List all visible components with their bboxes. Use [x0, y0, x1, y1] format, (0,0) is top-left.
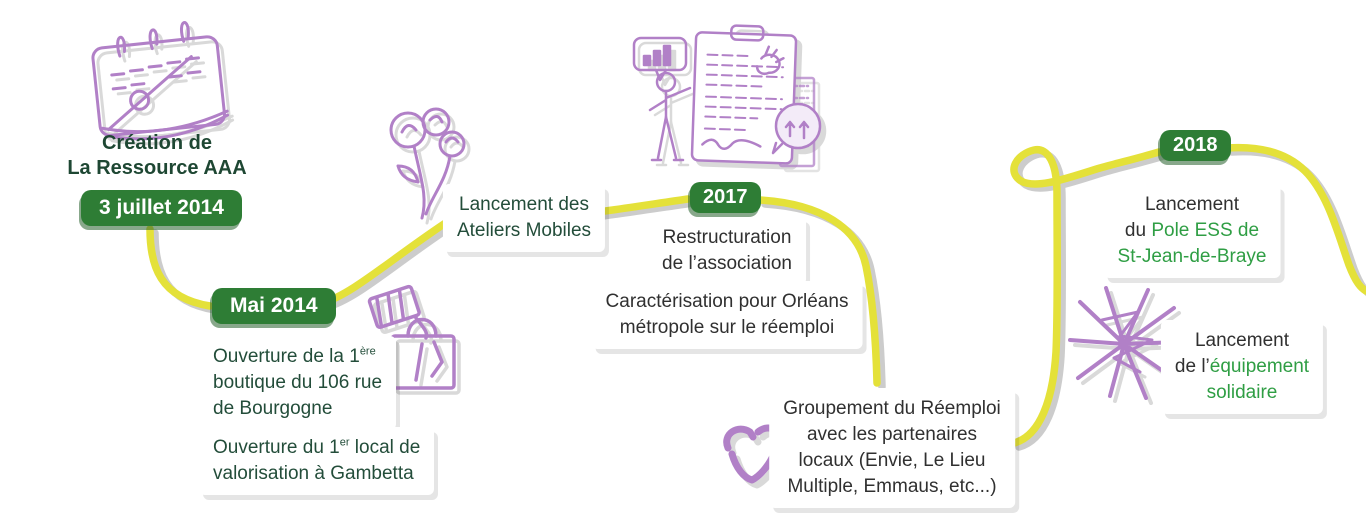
boutique-line1: Ouverture de la 1ère [213, 345, 376, 367]
restructuration-line1: Restructuration [662, 227, 792, 248]
creation-title-line1: Création de [101, 132, 213, 154]
flower-doodle-illustration [389, 107, 466, 220]
caracterisation-line1: Caractérisation pour Orléans [605, 291, 849, 312]
groupement-line3: locaux (Envie, Le Lieu [798, 450, 986, 471]
gambetta-box: Ouverture du 1er local de valorisation à… [199, 427, 435, 495]
desk-calendar-illustration [91, 21, 230, 141]
groupement-reemploi-box: Groupement du Réemploi avec les partenai… [769, 388, 1015, 508]
superscript-er: er [339, 436, 350, 449]
restructuration-line2: de l’association [662, 253, 792, 274]
badge-2018: 2018 [1160, 130, 1231, 161]
equipement-line2: de l’équipement [1174, 356, 1310, 377]
boutique-line2: boutique du 106 rue [213, 372, 383, 393]
pole-ess-box: Lancement du Pole ESS de St-Jean-de-Bray… [1103, 184, 1281, 278]
groupement-line1: Groupement du Réemploi [783, 398, 1001, 419]
badge-3-juillet-2014: 3 juillet 2014 [81, 190, 242, 226]
ateliers-line1: Lancement des [459, 194, 589, 215]
ateliers-line2: Ateliers Mobiles [456, 220, 592, 241]
caracterisation-box: Caractérisation pour Orléans métropole s… [591, 281, 863, 349]
groupement-line4: Multiple, Emmaus, etc...) [787, 476, 997, 497]
badge-2017: 2017 [690, 182, 761, 213]
badge-mai-2014: Mai 2014 [212, 288, 336, 324]
superscript-ere: ère [359, 345, 376, 358]
boutique-line3: de Bourgogne [213, 398, 333, 419]
equipement-line1: Lancement [1194, 330, 1289, 351]
caracterisation-line2: métropole sur le réemploi [619, 317, 835, 338]
equipement-solidaire-box: Lancement de l’équipement solidaire [1160, 320, 1324, 414]
branch-scribble-illustration [1068, 286, 1182, 400]
groupement-line2: avec les partenaires [806, 424, 978, 445]
pole-ess-line3: St-Jean-de-Braye [1117, 246, 1267, 267]
creation-title: Création de La Ressource AAA [67, 131, 246, 181]
boutique-106-box: Ouverture de la 1ère boutique du 106 rue… [199, 336, 397, 430]
pole-ess-line2: du Pole ESS de [1124, 220, 1260, 241]
restructuration-box: Restructuration de l’association [648, 217, 806, 285]
pole-ess-line1: Lancement [1144, 194, 1239, 215]
creation-title-line2: La Ressource AAA [67, 157, 247, 179]
ateliers-mobiles-box: Lancement des Ateliers Mobiles [442, 184, 606, 252]
equipement-line3: solidaire [1206, 382, 1278, 403]
gambetta-line2: valorisation à Gambetta [213, 463, 414, 484]
person-clipboard-report-illustration [632, 24, 822, 168]
gambetta-line1: Ouverture du 1er local de [213, 436, 421, 458]
